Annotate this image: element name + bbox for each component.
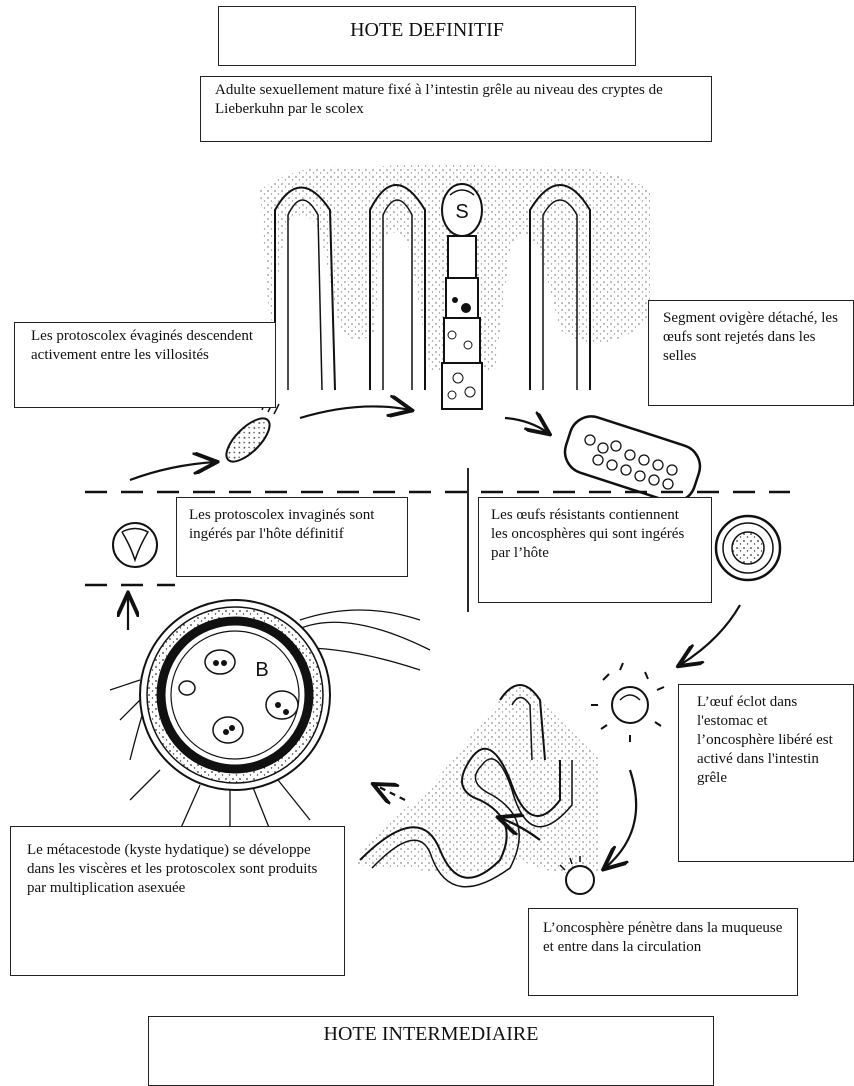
definitive-host-title: HOTE DEFINITIF <box>218 6 636 66</box>
hatched-egg-illustration <box>591 663 664 742</box>
metacestode-caption: Le métacestode (kyste hydatique) se déve… <box>10 826 345 976</box>
eggs-caption: Les œufs résistants contiennent les onco… <box>478 497 712 603</box>
oncosphere-caption: L’oncosphère pénètre dans la muqueuse et… <box>528 908 798 996</box>
evaginated-protoscolex-caption: Les protoscolex évaginés descendent acti… <box>14 322 276 408</box>
invaginated-protoscolex-illustration <box>113 523 157 567</box>
gravid-segment-caption: Segment ovigère détaché, les œufs sont r… <box>648 300 854 406</box>
invaginated-protoscolex-caption: Les protoscolex invaginés sont ingérés p… <box>176 497 408 577</box>
adult-caption: Adulte sexuellement mature fixé à l’inte… <box>200 76 712 142</box>
intestinal-mucosa-illustration <box>355 685 600 894</box>
scolex-label: S <box>455 201 468 223</box>
arrow-to-villi <box>300 406 410 418</box>
arrow-to-hatched-egg <box>680 605 740 665</box>
evaginated-protoscolex-illustration <box>220 400 279 468</box>
egg-illustration <box>716 516 780 580</box>
brood-capsule-label: B <box>255 659 268 681</box>
arrow-to-oncosphere <box>605 770 636 868</box>
intermediate-host-title: HOTE INTERMEDIAIRE <box>148 1016 714 1086</box>
egg-hatch-caption: L’œuf éclot dans l'estomac et l’oncosphè… <box>678 684 854 862</box>
arrow-to-cyst <box>375 785 405 800</box>
arrow-to-protoscolex <box>130 462 215 480</box>
hydatid-cyst-illustration <box>110 600 430 830</box>
arrow-to-segment <box>505 418 548 433</box>
